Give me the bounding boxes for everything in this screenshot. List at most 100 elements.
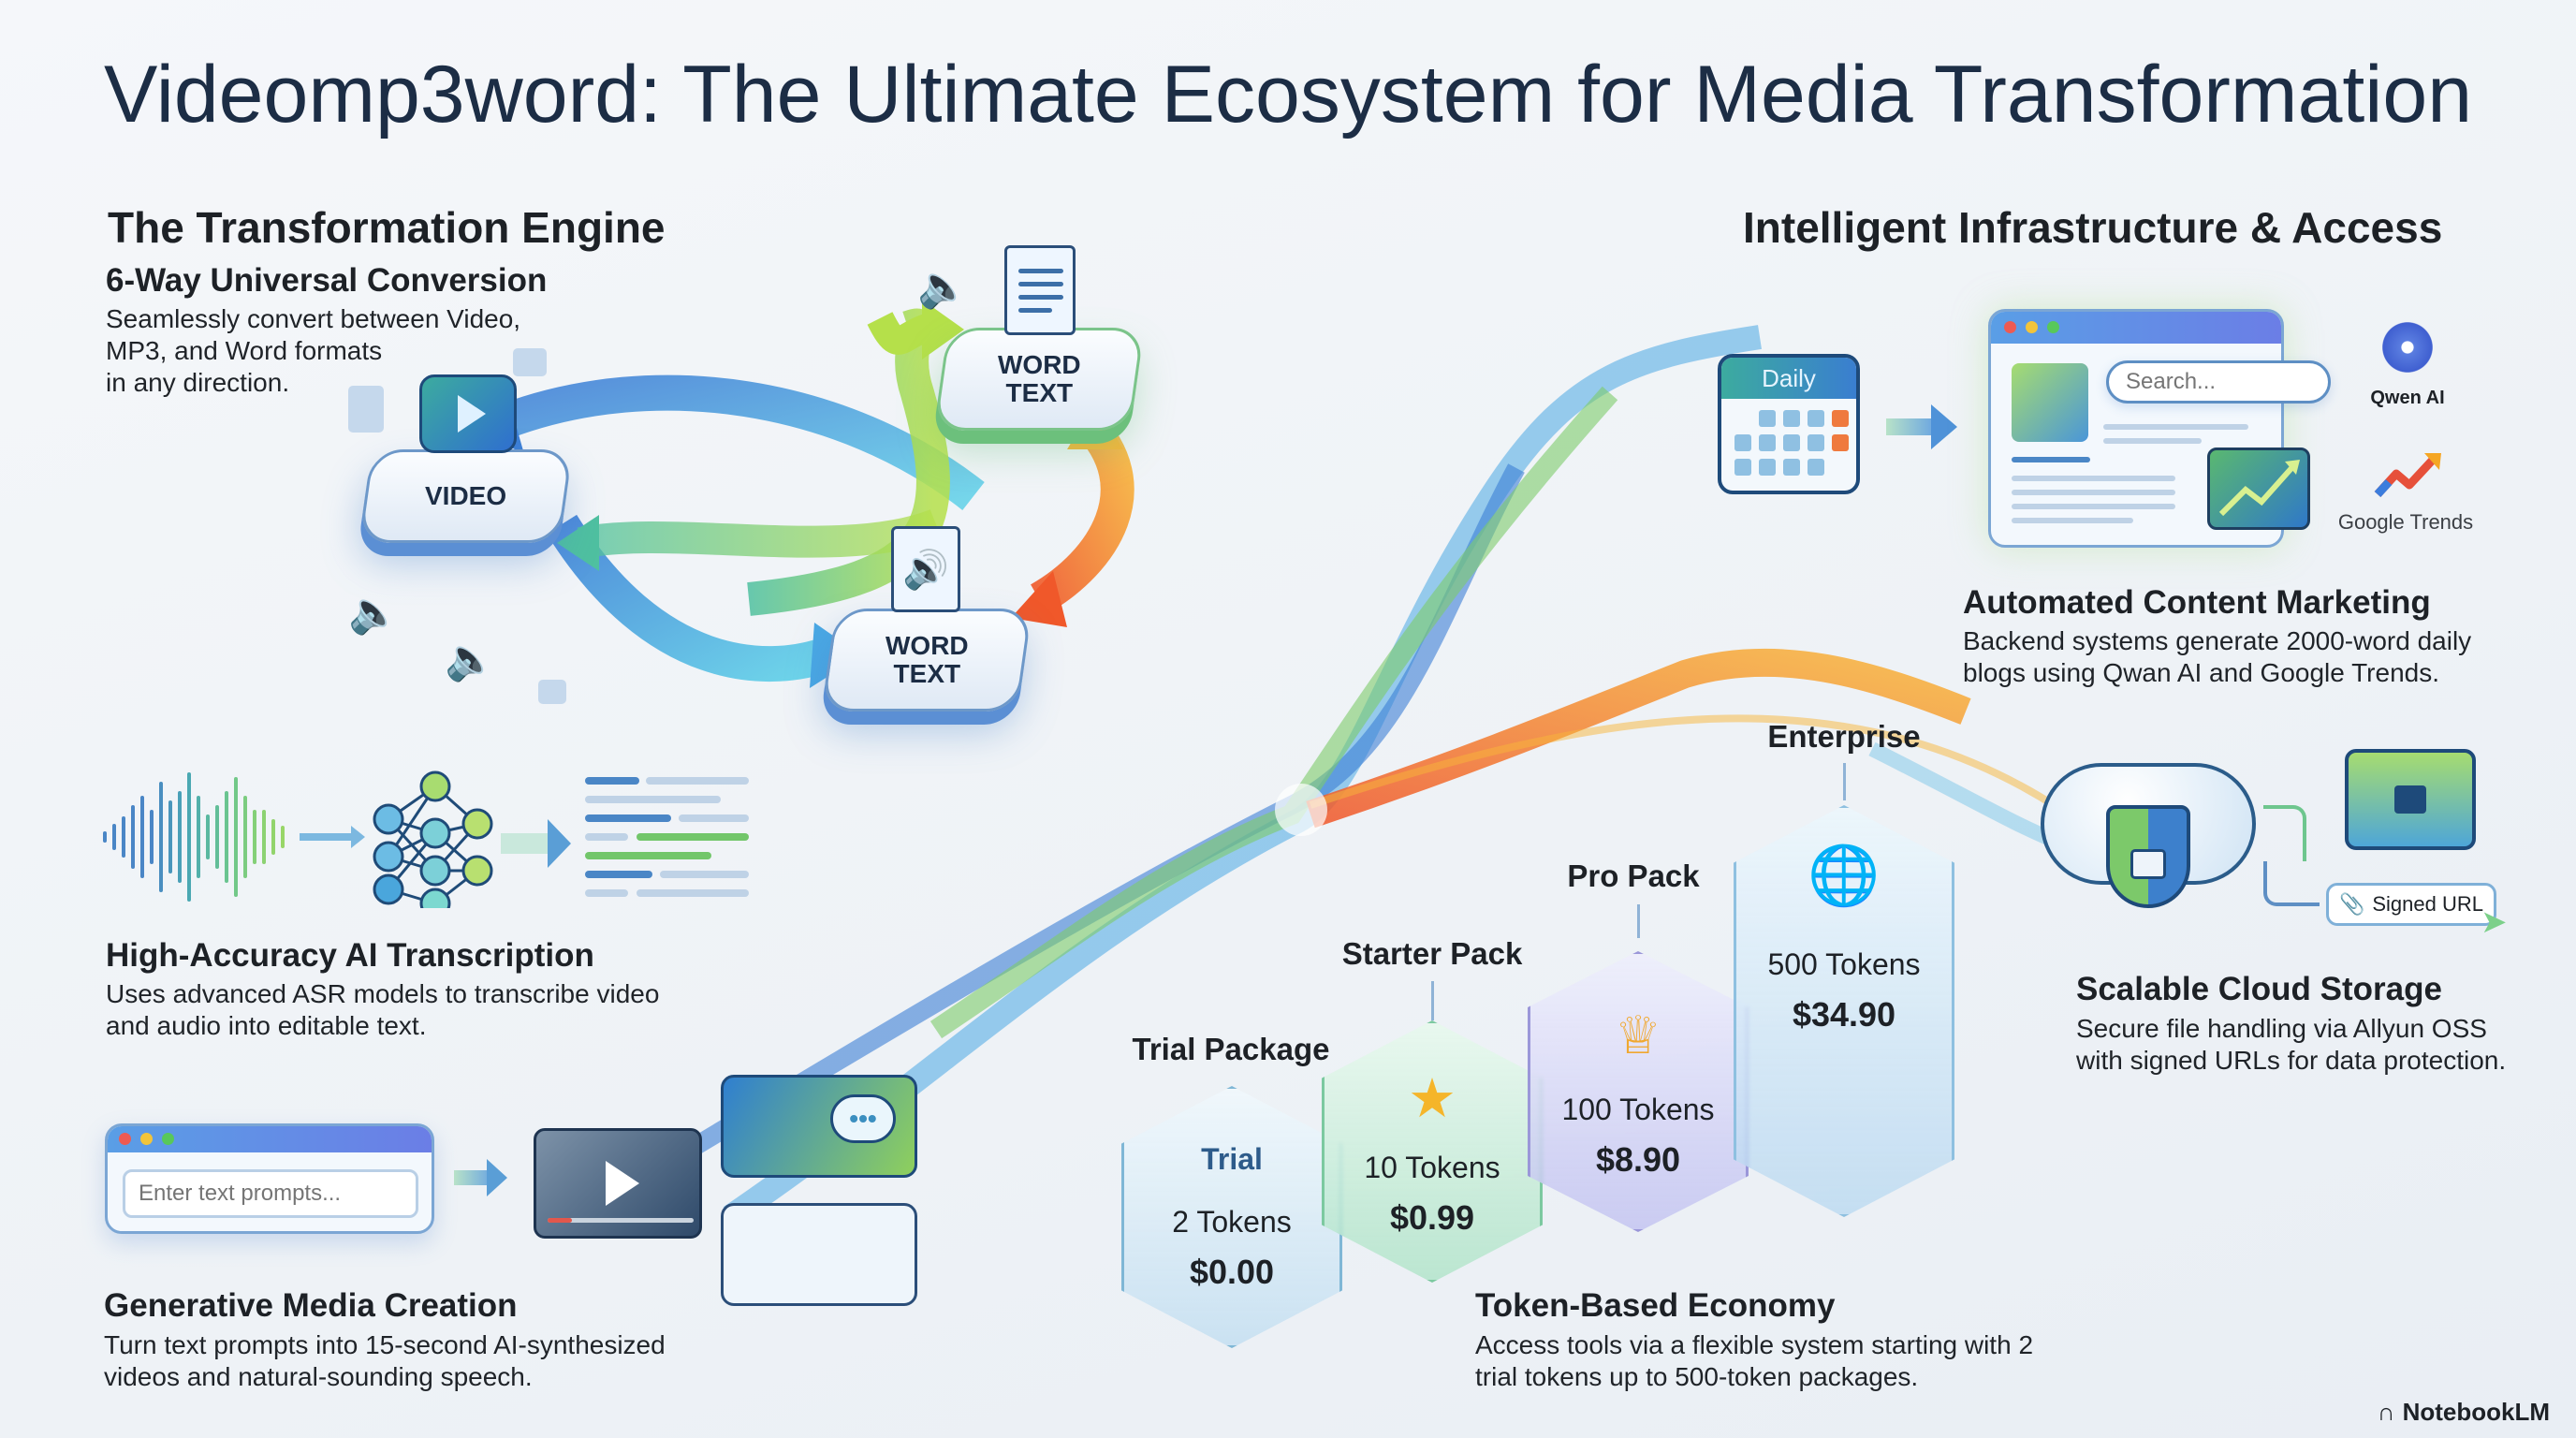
- trend-chart-icon: [2207, 448, 2310, 530]
- chat-dots-icon: •••: [830, 1094, 896, 1143]
- blog-browser-window: [1988, 309, 2284, 548]
- desc-line: trial tokens up to 500-token packages.: [1475, 1362, 1919, 1391]
- price: $34.90: [1792, 995, 1896, 1034]
- marketing-title: Automated Content Marketing: [1963, 584, 2431, 621]
- speaker-icon: 🔈: [445, 637, 496, 682]
- arrow-head-icon: [487, 1159, 507, 1196]
- starter-pack-label: Starter Pack: [1341, 936, 1523, 971]
- pro-pack-card[interactable]: ♕ 100 Tokens $8.90: [1528, 951, 1749, 1232]
- speech-bubble-audio: [721, 1203, 917, 1306]
- desc-line: with signed URLs for data protection.: [2076, 1046, 2507, 1075]
- label-stem: [1843, 763, 1846, 800]
- transformation-engine-heading: The Transformation Engine: [108, 203, 666, 252]
- qwen-ai-logo: Qwen AI: [2363, 318, 2452, 409]
- video-node[interactable]: VIDEO: [358, 449, 574, 543]
- generative-description: Turn text prompts into 15-second AI-synt…: [104, 1329, 666, 1393]
- node-label: WORD: [885, 631, 969, 660]
- conversion-title: 6-Way Universal Conversion: [106, 262, 548, 299]
- node-label: WORD: [997, 350, 1081, 379]
- speech-bubble-chat: •••: [721, 1075, 917, 1178]
- prompt-window: [105, 1123, 434, 1234]
- token-economy-description: Access tools via a flexible system start…: [1475, 1329, 2033, 1393]
- google-trends-logo: Google Trends: [2331, 449, 2481, 535]
- shield-lock-icon: [2106, 805, 2190, 908]
- search-bar[interactable]: ⚲: [2106, 360, 2331, 404]
- window-controls: [1991, 312, 2281, 344]
- calendar-label: Daily: [1721, 358, 1856, 399]
- desc-line: Access tools via a flexible system start…: [1475, 1330, 2034, 1359]
- signed-url-button[interactable]: 📎 Signed URL: [2326, 883, 2496, 926]
- cursor-icon: ➤: [2481, 904, 2508, 940]
- desc-line: MP3, and Word formats: [106, 336, 383, 365]
- desc-line: Backend systems generate 2000-word daily: [1963, 626, 2472, 655]
- label-stem: [1637, 904, 1640, 938]
- starter-pack-card[interactable]: ★ 10 Tokens $0.99: [1322, 1020, 1543, 1283]
- video-player[interactable]: [534, 1128, 702, 1239]
- token-economy-title: Token-Based Economy: [1475, 1287, 1836, 1324]
- pro-pack-label: Pro Pack: [1567, 858, 1700, 893]
- video-node-label: VIDEO: [424, 481, 507, 510]
- desc-line: Turn text prompts into 15-second AI-synt…: [104, 1330, 666, 1359]
- connector-line: [2263, 861, 2320, 906]
- text-lines-icon: [585, 777, 749, 897]
- play-icon: [419, 374, 517, 453]
- desc-line: and audio into editable text.: [106, 1011, 427, 1040]
- transcription-description: Uses advanced ASR models to transcribe v…: [106, 978, 659, 1042]
- globe-icon: 🌐: [1808, 844, 1881, 908]
- crown-icon: ♕: [1614, 1005, 1662, 1064]
- price: $8.90: [1595, 1139, 1681, 1179]
- signed-url-label: Signed URL: [2372, 892, 2484, 916]
- notebooklm-brand: ∩ NotebookLM: [2378, 1398, 2550, 1427]
- tokens-count: 100 Tokens: [1561, 1092, 1715, 1126]
- transcription-illustration: [103, 770, 749, 908]
- node-label: TEXT: [1005, 378, 1073, 407]
- brand-label: NotebookLM: [2402, 1398, 2550, 1426]
- speaker-icon: 🔈: [917, 264, 969, 310]
- enterprise-label: Enterprise: [1767, 719, 1921, 754]
- image-thumbnail: [2012, 363, 2088, 442]
- desc-line: in any direction.: [106, 368, 290, 397]
- node-label: TEXT: [893, 659, 960, 688]
- label-stem: [1431, 981, 1434, 1020]
- desc-line: Secure file handling via Allyun OSS: [2076, 1014, 2487, 1043]
- star-icon: ★: [1408, 1067, 1456, 1129]
- google-trends-label: Google Trends: [2337, 510, 2474, 534]
- video-thumb-icon: [538, 680, 566, 704]
- generative-title: Generative Media Creation: [104, 1287, 518, 1324]
- desc-line: videos and natural-sounding speech.: [104, 1362, 533, 1391]
- desc-line: blogs using Qwan AI and Google Trends.: [1963, 658, 2439, 687]
- enterprise-card[interactable]: 🌐 500 Tokens $34.90: [1734, 805, 1954, 1217]
- tokens-count: 500 Tokens: [1767, 947, 1921, 981]
- window-controls: [108, 1126, 432, 1152]
- search-input[interactable]: [2109, 369, 2328, 395]
- speaker-icon: 🔈: [348, 590, 400, 636]
- storage-description: Secure file handling via Allyun OSS with…: [2076, 1013, 2506, 1077]
- storage-title: Scalable Cloud Storage: [2076, 971, 2442, 1007]
- calendar-icon: Daily: [1718, 354, 1860, 494]
- infrastructure-heading: Intelligent Infrastructure & Access: [1743, 203, 2443, 252]
- progress-bar[interactable]: [548, 1218, 694, 1223]
- trial-package-card[interactable]: Trial 2 Tokens $0.00: [1121, 1086, 1342, 1348]
- prompt-input[interactable]: [123, 1169, 418, 1218]
- price: $0.99: [1389, 1197, 1475, 1237]
- waveform-icon: [103, 772, 285, 902]
- arrow-icon: [454, 1170, 491, 1185]
- desc-line: Uses advanced ASR models to transcribe v…: [106, 979, 660, 1008]
- qwen-ai-label: Qwen AI: [2370, 388, 2445, 408]
- lock-icon: [2394, 785, 2426, 814]
- arrow-head-icon: [1931, 404, 1957, 449]
- tokens-count: 2 Tokens: [1172, 1205, 1292, 1239]
- document-icon: [1004, 245, 1076, 335]
- trial-package-label: Trial Package: [1132, 1032, 1330, 1066]
- connector-line: [2263, 805, 2306, 861]
- google-trends-icon: [2374, 453, 2441, 498]
- page-title: Videomp3word: The Ultimate Ecosystem for…: [103, 50, 2473, 139]
- qwen-ai-icon: [2378, 318, 2437, 376]
- notebooklm-logo-icon: ∩: [2377, 1398, 2395, 1426]
- file-icon: [348, 386, 384, 433]
- transcription-title: High-Accuracy AI Transcription: [106, 937, 594, 974]
- neural-network-icon: [373, 770, 493, 908]
